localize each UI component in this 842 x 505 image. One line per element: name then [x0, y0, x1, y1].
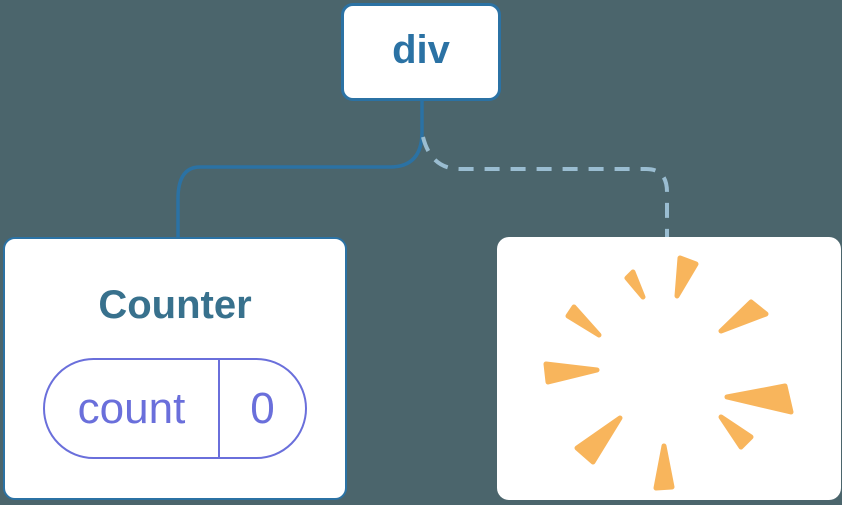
poof-ray	[653, 443, 675, 491]
node-div-label: div	[392, 28, 450, 72]
poof-ray	[674, 255, 699, 299]
node-counter: Counter count 0	[3, 237, 347, 500]
poof-ray	[624, 269, 646, 300]
node-div: div	[341, 3, 501, 101]
counter-title: Counter	[98, 283, 252, 327]
state-pill: count 0	[43, 358, 307, 459]
poof-ray	[724, 383, 794, 415]
state-value: 0	[218, 360, 305, 457]
poof-ray	[565, 304, 602, 338]
poof-starburst-icon	[543, 255, 794, 491]
poof-ray	[718, 414, 754, 450]
node-removed	[497, 237, 841, 500]
state-key-label: count	[77, 383, 186, 433]
edge-div-to-counter	[176, 101, 424, 238]
poof-ray	[574, 415, 623, 465]
poof-ray	[543, 361, 600, 385]
edge-div-to-removed-dashed	[421, 136, 669, 237]
poof-ray	[718, 299, 769, 334]
